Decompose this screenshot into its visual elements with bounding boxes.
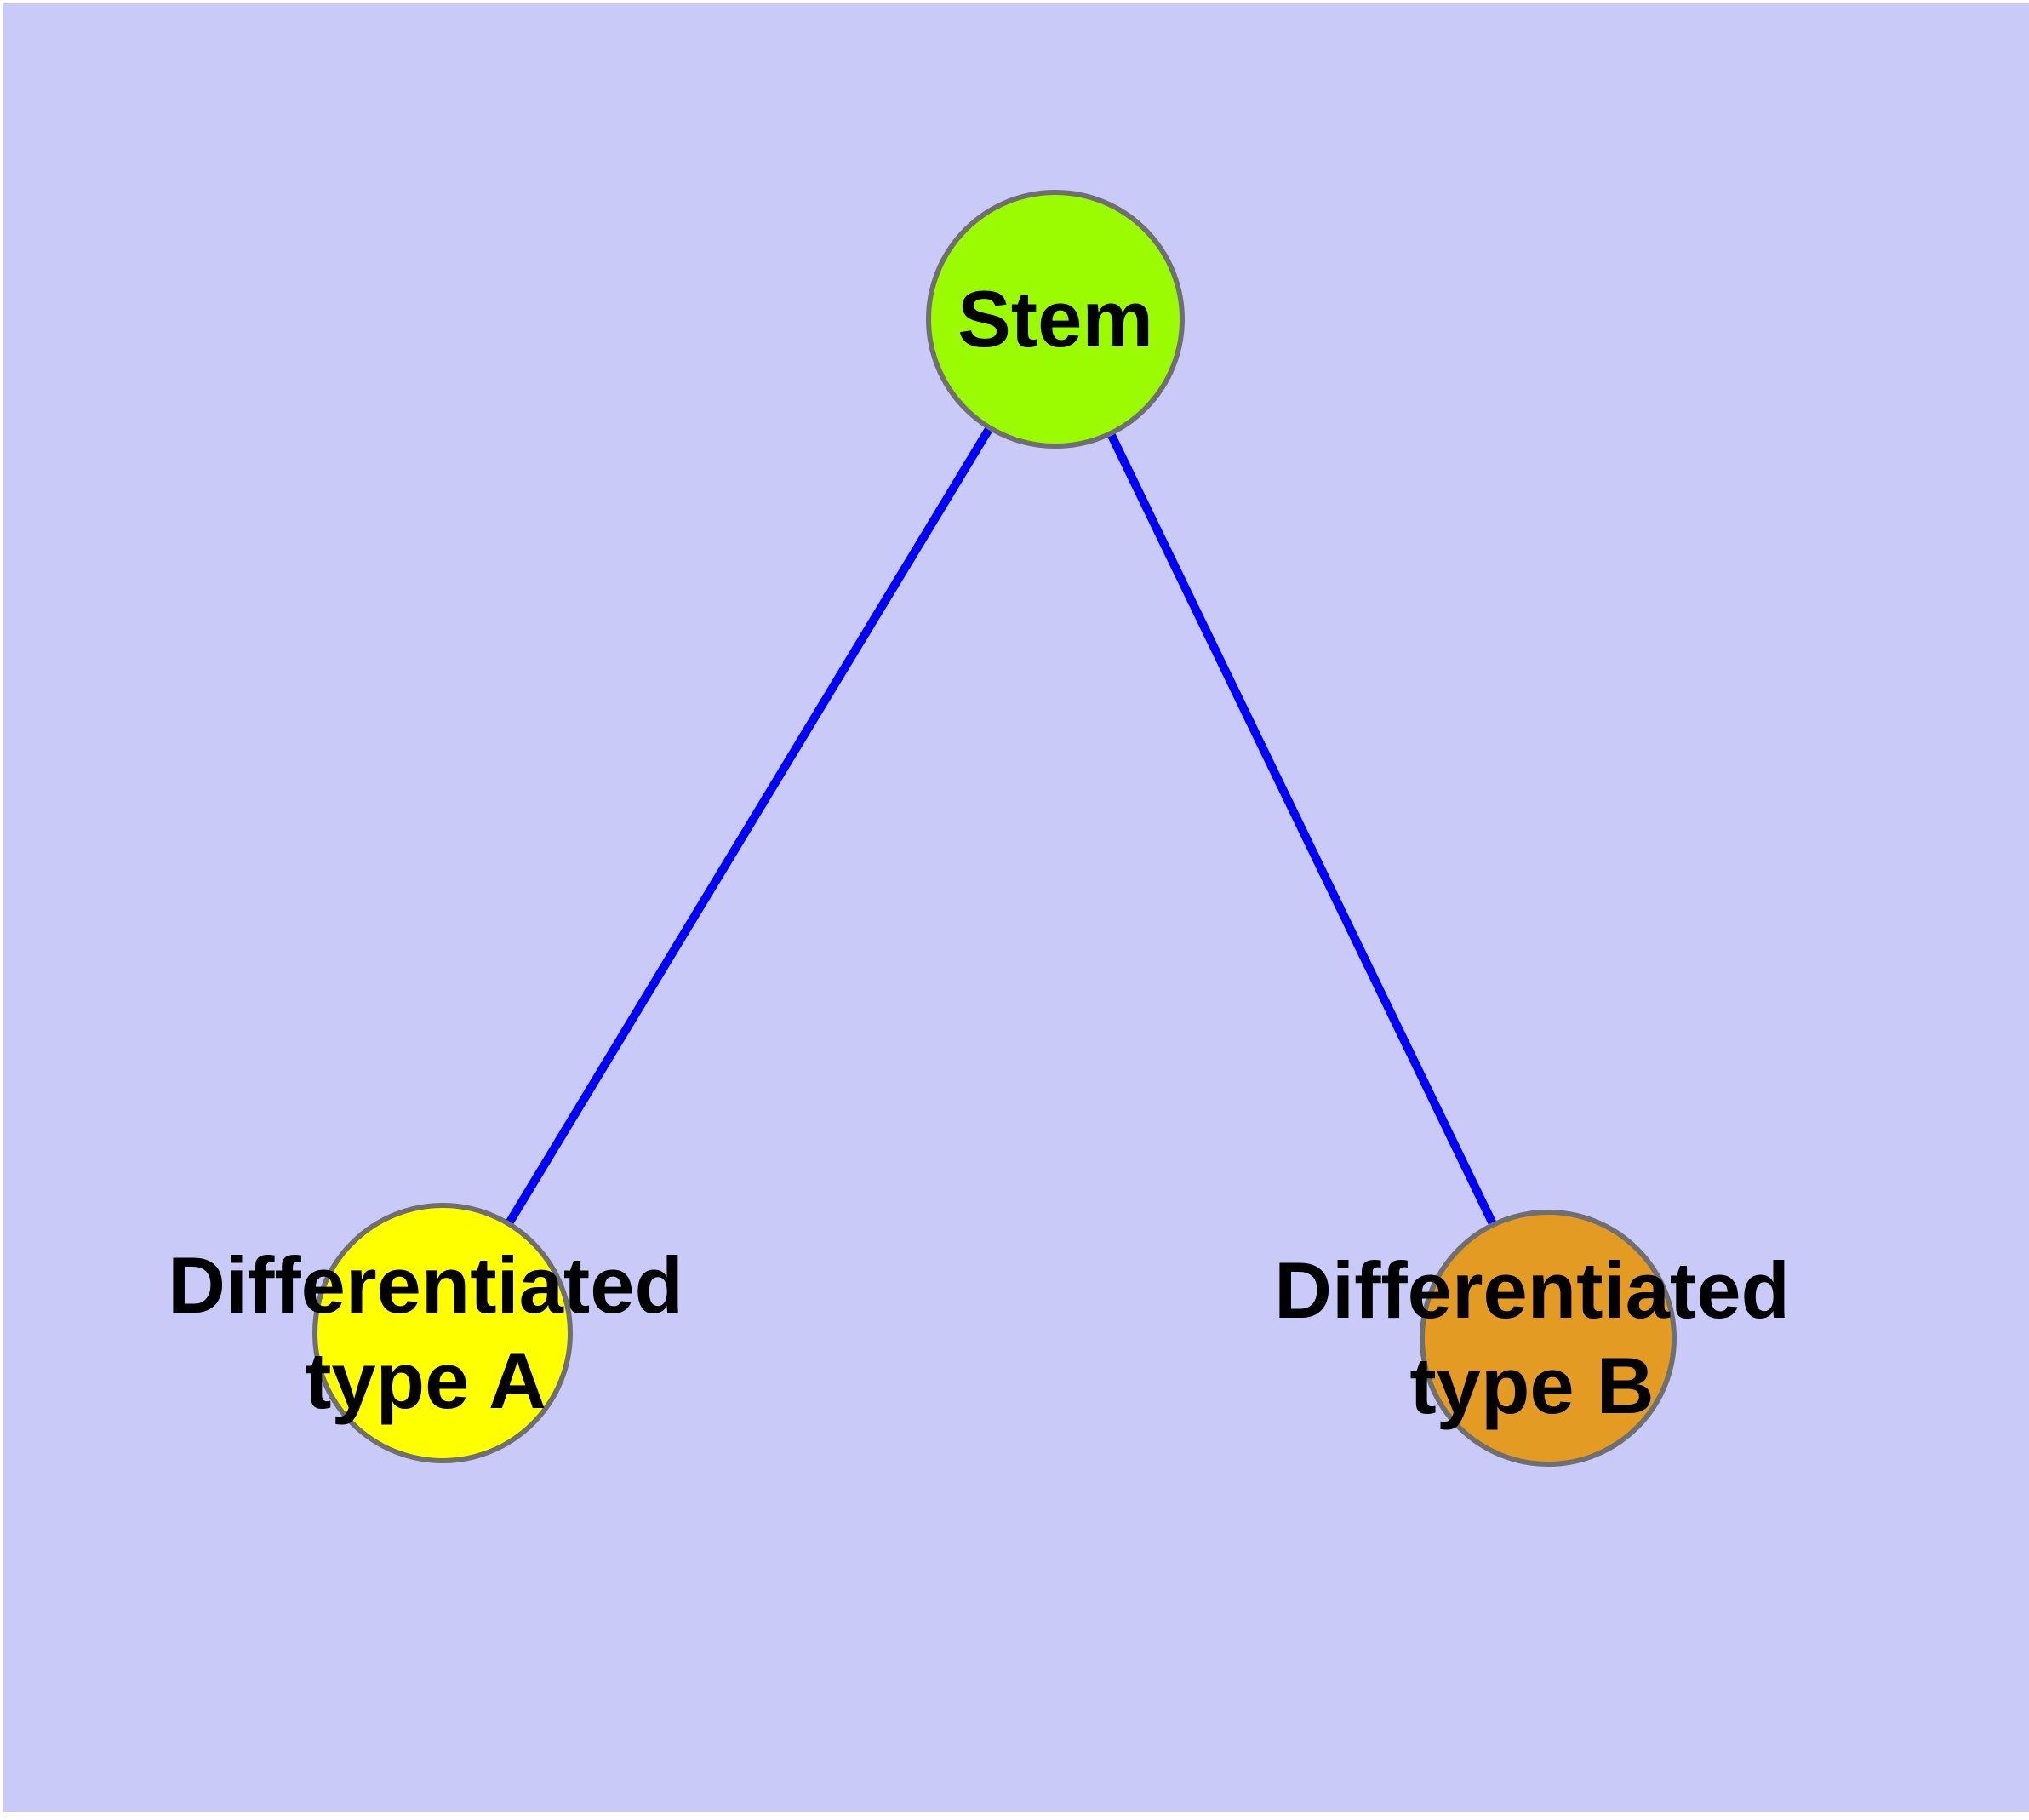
edge-stem-to-type-a xyxy=(438,317,1060,1336)
node-differentiated-type-a[interactable] xyxy=(312,1203,573,1463)
node-differentiated-type-b[interactable] xyxy=(1420,1210,1677,1467)
edge-stem-to-type-b xyxy=(1051,317,1552,1341)
node-stem[interactable] xyxy=(926,190,1185,449)
